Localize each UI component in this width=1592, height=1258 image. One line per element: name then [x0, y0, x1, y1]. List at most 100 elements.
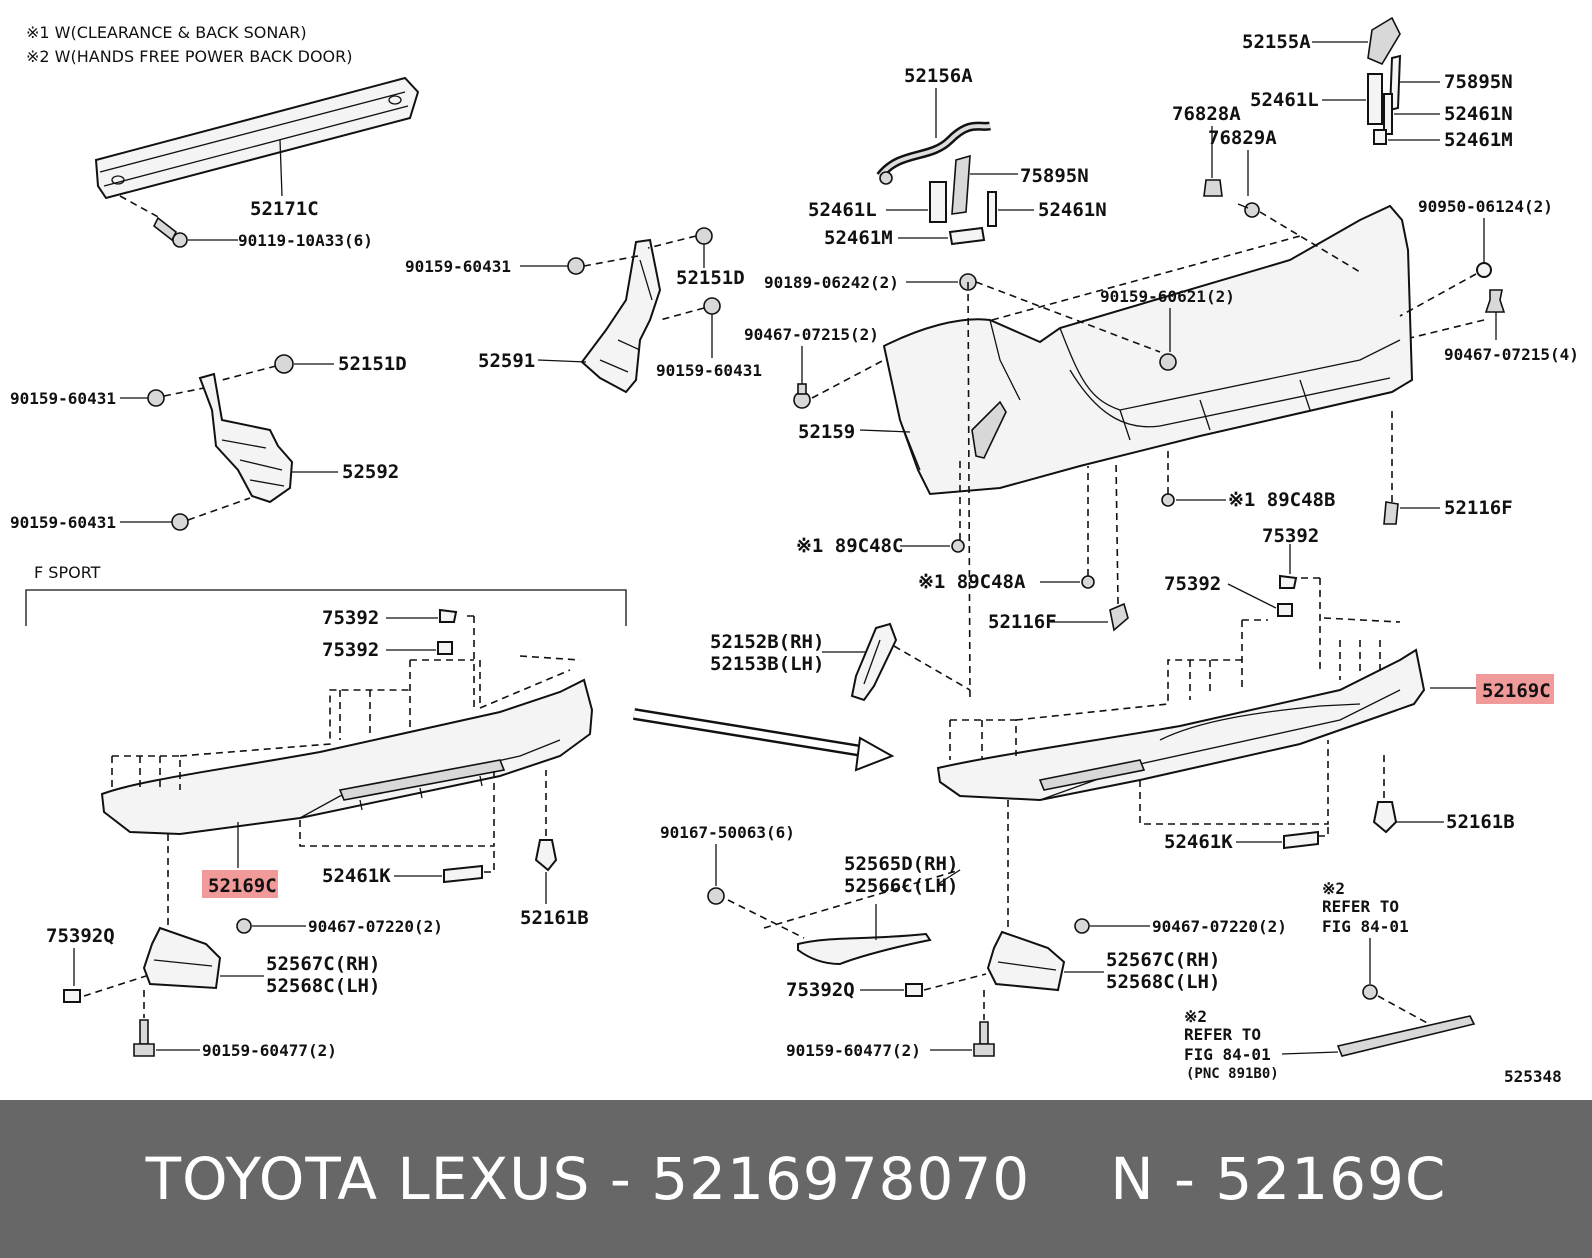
label-52116f-a[interactable]: 52116F — [1444, 497, 1513, 519]
part-pad-52461n-a[interactable] — [987, 191, 997, 227]
clip-75392-b-icon[interactable] — [437, 641, 453, 655]
nut-ref-icon[interactable] — [1362, 984, 1378, 1000]
part-pad-75895n-a[interactable] — [951, 154, 971, 215]
label-52566c[interactable]: 52566C(LH) — [844, 875, 958, 897]
label-90159-60431-a[interactable]: 90159-60431 — [405, 257, 511, 276]
clip-90467-07220-a-icon[interactable] — [236, 918, 252, 934]
label-52155a[interactable]: 52155A — [1242, 31, 1311, 53]
label-76828a[interactable]: 76828A — [1172, 103, 1241, 125]
part-pad-52461m-b[interactable] — [1373, 129, 1387, 145]
label-52169c-left[interactable]: 52169C — [208, 875, 277, 897]
bolt-90159-60477-b-icon[interactable] — [973, 1021, 995, 1057]
label-52592[interactable]: 52592 — [342, 461, 399, 483]
part-cover-52152b[interactable] — [850, 622, 898, 702]
clip-89c48c-icon[interactable] — [951, 539, 965, 553]
label-52461m-b[interactable]: 52461M — [1444, 129, 1513, 151]
clip-52161b-a-icon[interactable] — [534, 839, 558, 872]
ref2-fig[interactable]: FIG 84-01 — [1184, 1045, 1271, 1064]
label-90467-07220-a[interactable]: 90467-07220(2) — [308, 917, 443, 936]
label-90467-07215-a[interactable]: 90467-07215(2) — [744, 325, 879, 344]
nut-90159-60431-b-icon[interactable] — [703, 297, 721, 315]
grommet-90950-06124-icon[interactable] — [1476, 262, 1492, 278]
nut-76828a-icon[interactable] — [1203, 179, 1223, 197]
clip-90467-07215-b-icon[interactable] — [1484, 289, 1506, 313]
label-52152b[interactable]: 52152B(RH) — [710, 631, 824, 653]
label-89c48a[interactable]: ※1 89C48A — [918, 571, 1026, 593]
part-bracket-52155a[interactable] — [1367, 16, 1401, 66]
label-52151d-b[interactable]: 52151D — [338, 353, 407, 375]
part-bracket-52567c-b[interactable] — [986, 930, 1066, 992]
label-52461n-b[interactable]: 52461N — [1444, 103, 1513, 125]
nut-90159-60431-c-icon[interactable] — [147, 389, 165, 407]
label-90189-06242[interactable]: 90189-06242(2) — [764, 273, 899, 292]
label-52161b-b[interactable]: 52161B — [1446, 811, 1515, 833]
label-52461k-a[interactable]: 52461K — [322, 865, 391, 887]
label-75392q-a[interactable]: 75392Q — [46, 925, 115, 947]
label-90159-60477-a[interactable]: 90159-60477(2) — [202, 1041, 337, 1060]
part-pad-52461l-a[interactable] — [929, 181, 947, 223]
part-lower-bumper-f-sport[interactable] — [100, 678, 594, 836]
part-lower-bumper-standard[interactable] — [936, 648, 1426, 802]
label-52461n-a[interactable]: 52461N — [1038, 199, 1107, 221]
label-52567c-b[interactable]: 52567C(RH) — [1106, 949, 1220, 971]
clip-89c48a-icon[interactable] — [1081, 575, 1095, 589]
part-pad-52461m-a[interactable] — [948, 226, 986, 246]
label-52116f-b[interactable]: 52116F — [988, 611, 1057, 633]
label-90467-07215-b[interactable]: 90467-07215(4) — [1444, 345, 1579, 364]
label-52461l-b[interactable]: 52461L — [1250, 89, 1319, 111]
label-90119-10a33[interactable]: 90119-10A33(6) — [238, 231, 373, 250]
label-52568c-b[interactable]: 52568C(LH) — [1106, 971, 1220, 993]
clip-89c48b-icon[interactable] — [1161, 493, 1175, 507]
bolt-90119-10a33-icon[interactable] — [152, 216, 188, 248]
label-52171c[interactable]: 52171C — [250, 198, 319, 220]
label-52568c-a[interactable]: 52568C(LH) — [266, 975, 380, 997]
clip-75392-c-icon[interactable] — [1279, 574, 1298, 589]
part-moulding-52565d[interactable] — [797, 932, 932, 966]
label-90159-60431-c[interactable]: 90159-60431 — [10, 389, 116, 408]
bolt-90159-60477-a-icon[interactable] — [133, 1019, 155, 1057]
label-52156a[interactable]: 52156A — [904, 65, 973, 87]
part-bracket-52591[interactable] — [580, 238, 662, 394]
screw-76829a-icon[interactable] — [1237, 202, 1260, 218]
clip-75392-a-icon[interactable] — [439, 608, 458, 623]
label-75895n-b[interactable]: 75895N — [1444, 71, 1513, 93]
clip-90467-07215-a-icon[interactable] — [793, 383, 811, 409]
label-75392q-b[interactable]: 75392Q — [786, 979, 855, 1001]
ref1-fig[interactable]: FIG 84-01 — [1322, 917, 1409, 936]
label-52461m-a[interactable]: 52461M — [824, 227, 893, 249]
label-52161b-a[interactable]: 52161B — [520, 907, 589, 929]
label-52151d-a[interactable]: 52151D — [676, 267, 745, 289]
label-75895n-a[interactable]: 75895N — [1020, 165, 1089, 187]
part-reinforcement-52171c[interactable] — [94, 76, 420, 200]
label-75392-d[interactable]: 75392 — [1164, 573, 1221, 595]
nut-52151d-b-icon[interactable] — [274, 354, 294, 374]
part-bracket-52567c-a[interactable] — [142, 926, 222, 990]
part-pad-52461n-b[interactable] — [1383, 93, 1393, 135]
label-76829a[interactable]: 76829A — [1208, 127, 1277, 149]
part-rear-bumper-cover[interactable] — [882, 204, 1414, 496]
label-90950-06124[interactable]: 90950-06124(2) — [1418, 197, 1553, 216]
label-52169c-right[interactable]: 52169C — [1482, 680, 1551, 702]
label-90159-60621[interactable]: 90159-60621(2) — [1100, 287, 1235, 306]
part-pad-52461l-b[interactable] — [1367, 73, 1383, 125]
label-90159-60431-b[interactable]: 90159-60431 — [656, 361, 762, 380]
label-52591[interactable]: 52591 — [478, 350, 535, 372]
label-90159-60431-d[interactable]: 90159-60431 — [10, 513, 116, 532]
nut-90159-60621-icon[interactable] — [1159, 353, 1177, 371]
label-75392-b[interactable]: 75392 — [322, 639, 379, 661]
clip-75392q-a-icon[interactable] — [63, 989, 81, 1003]
label-90167-50063[interactable]: 90167-50063(6) — [660, 823, 795, 842]
nut-52151d-a-icon[interactable] — [695, 227, 713, 245]
part-pad-52461k-a[interactable] — [443, 864, 483, 884]
label-52565d[interactable]: 52565D(RH) — [844, 853, 958, 875]
label-52567c-a[interactable]: 52567C(RH) — [266, 953, 380, 975]
clip-75392-d-icon[interactable] — [1277, 603, 1293, 617]
label-90159-60477-b[interactable]: 90159-60477(2) — [786, 1041, 921, 1060]
label-89c48b[interactable]: ※1 89C48B — [1228, 489, 1335, 511]
part-sensor-bracket-891b0[interactable] — [1336, 1015, 1476, 1057]
part-bracket-52116f-b[interactable] — [1109, 602, 1129, 632]
part-pad-52461k-b[interactable] — [1283, 830, 1319, 850]
part-bracket-52116f-a[interactable] — [1383, 501, 1399, 525]
label-52153b[interactable]: 52153B(LH) — [710, 653, 824, 675]
label-90467-07220-b[interactable]: 90467-07220(2) — [1152, 917, 1287, 936]
